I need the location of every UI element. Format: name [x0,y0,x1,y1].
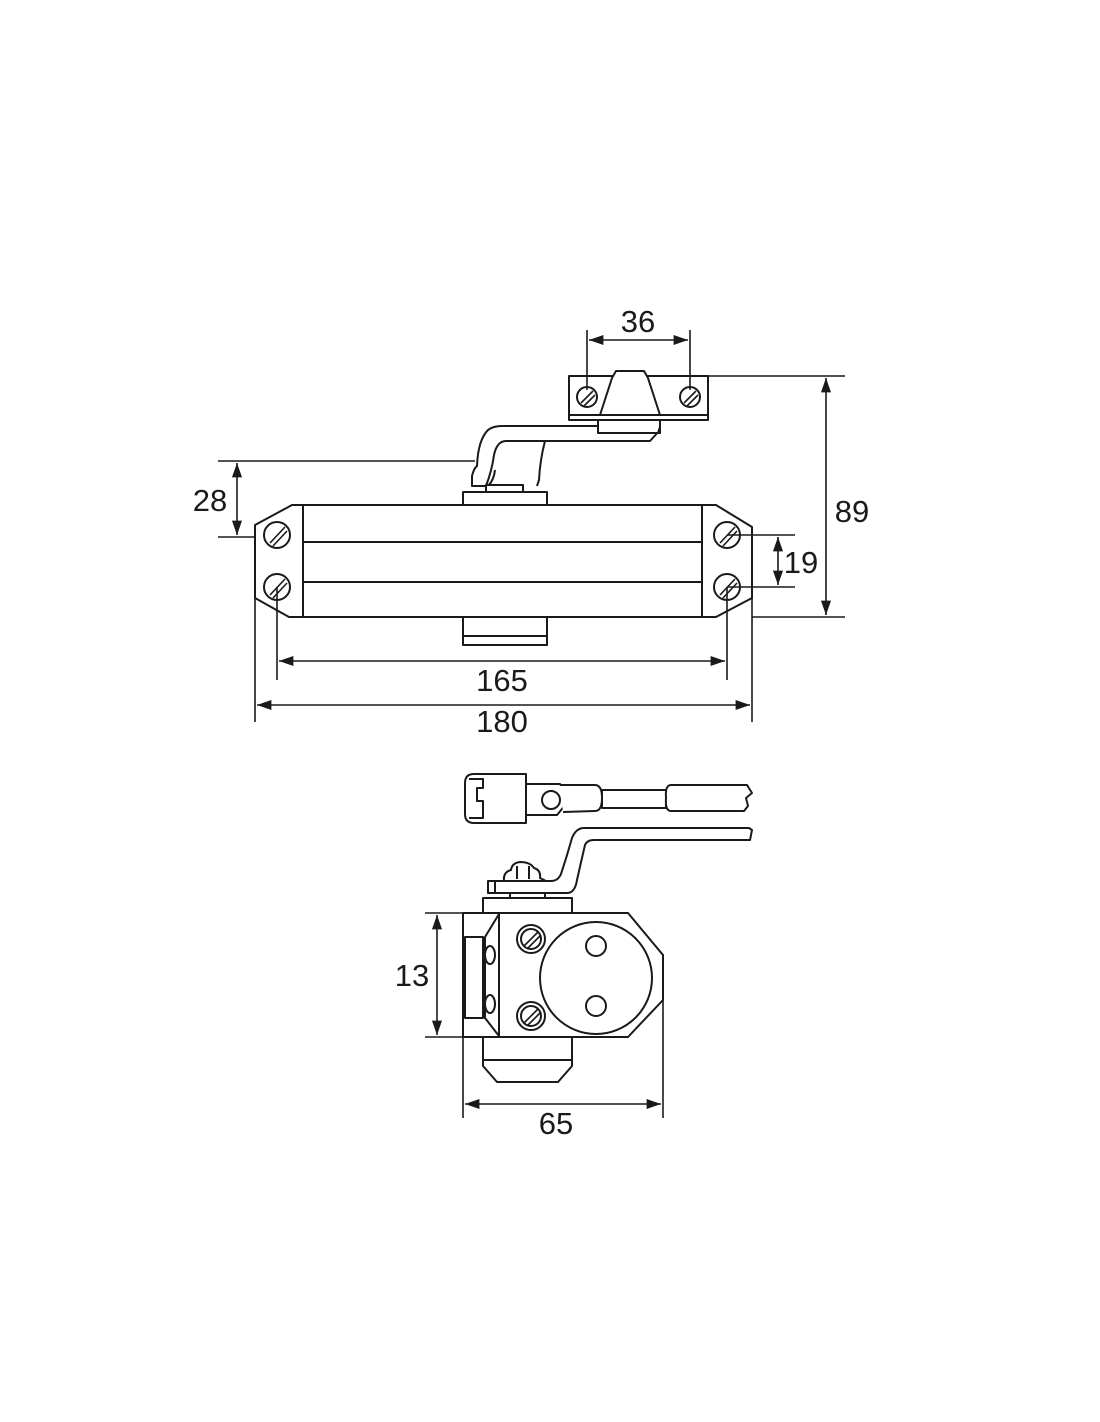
top-view: 36 89 28 19 165 [193,304,869,739]
dimension-89: 89 [708,375,869,618]
dimension-13: 13 [395,912,463,1038]
side-view: 13 65 [395,773,753,1141]
dimension-label: 89 [835,494,869,529]
bottom-cap [462,616,548,646]
screw-icon [263,521,291,549]
dimension-label: 165 [476,663,528,698]
connecting-rod [464,773,753,824]
hole-icon [585,995,607,1017]
arm-elbow-line [536,440,546,487]
screw-icon [516,1001,546,1031]
hole-icon [585,935,607,957]
dimension-19: 19 [727,534,818,588]
pinion-base [462,491,548,506]
dimension-65: 65 [462,1000,664,1141]
dimension-label: 36 [621,304,655,339]
dimension-165: 165 [276,587,728,698]
cam-disc [539,921,653,1035]
dimension-label: 28 [193,483,227,518]
dimension-label: 19 [784,545,818,580]
side-body [462,912,664,1083]
dimension-label: 13 [395,958,429,993]
pinion-block [482,897,573,914]
lever-arm [487,827,753,894]
pinion-collar [485,484,524,493]
dimension-label: 65 [539,1106,573,1141]
screw-icon [679,386,701,408]
arm-bracket [568,370,709,434]
dimension-180: 180 [254,598,753,739]
dimension-36: 36 [586,304,691,390]
dimension-label: 180 [476,704,528,739]
nut [502,861,547,882]
closer-body [254,504,753,646]
screw-icon [516,924,546,954]
dimension-28: 28 [193,460,475,538]
